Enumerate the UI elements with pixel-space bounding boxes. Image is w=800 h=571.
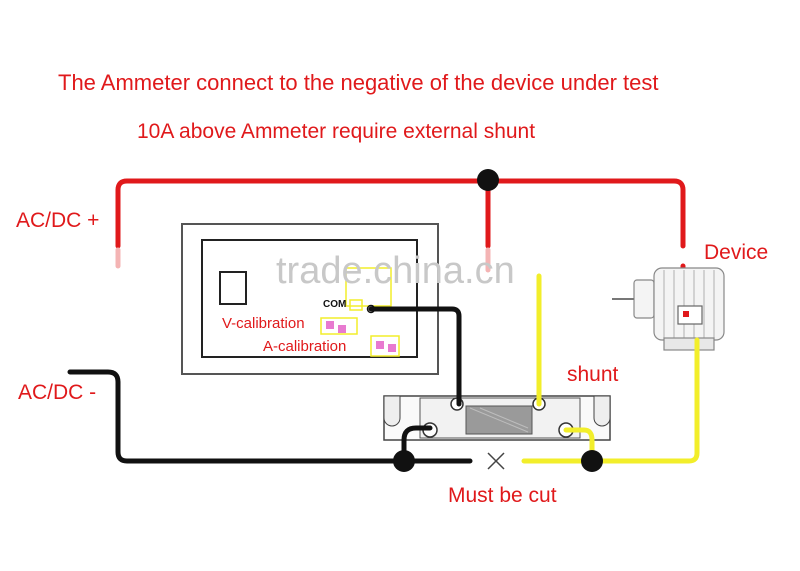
negative-junction-node <box>393 450 415 472</box>
load-junction-node <box>581 450 603 472</box>
device-label: Device <box>704 241 769 264</box>
sense-wire <box>521 273 700 464</box>
diagram-title: The Ammeter connect to the negative of t… <box>58 70 659 95</box>
diagram-subtitle: 10A above Ammeter require external shunt <box>137 120 536 143</box>
a-calibration-pot <box>376 341 384 349</box>
positive-junction-node <box>477 169 499 191</box>
v-calibration-pot <box>326 321 334 329</box>
device-terminal <box>683 311 689 317</box>
meter-display-window <box>201 239 418 358</box>
cut-mark <box>487 452 505 470</box>
ac-dc-minus-label: AC/DC - <box>18 381 97 404</box>
ac-dc-plus-label: AC/DC + <box>16 209 100 232</box>
com-label: COM <box>323 299 347 310</box>
negative-wire <box>67 306 473 464</box>
device-under-test <box>612 267 725 351</box>
v-calibration-label: V-calibration <box>222 315 305 332</box>
external-shunt <box>383 395 611 441</box>
meter-digit-segment <box>219 271 247 305</box>
a-calibration-label: A-calibration <box>263 338 347 355</box>
shunt-label: shunt <box>567 363 619 386</box>
v-calibration-pot-outline <box>320 317 358 335</box>
must-be-cut-label: Must be cut <box>448 484 557 507</box>
positive-wire-fade <box>115 247 491 273</box>
watermark: trade.china.cn <box>276 250 515 292</box>
meter-panel <box>181 223 439 375</box>
a-calibration-pot-outline <box>370 335 400 357</box>
